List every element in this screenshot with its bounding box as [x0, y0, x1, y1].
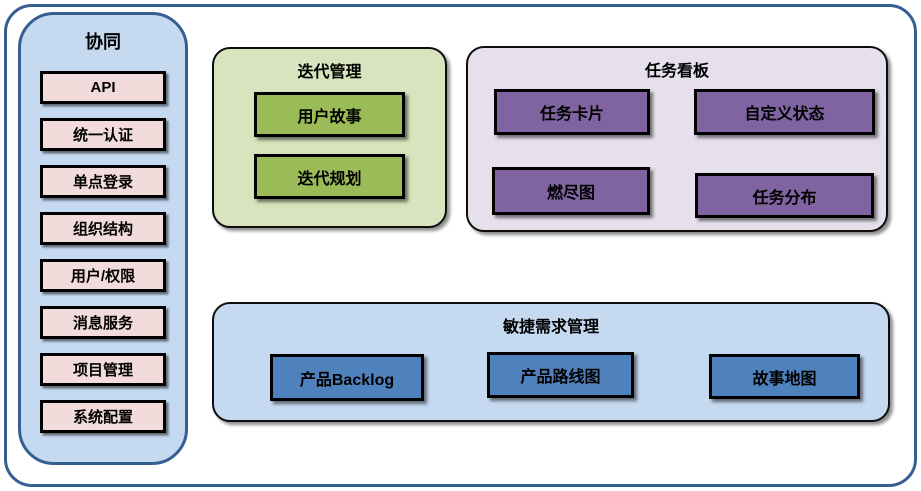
- iteration-group-title: 迭代管理: [297, 64, 362, 81]
- sidebar-module-message-service: 消息服务: [40, 306, 166, 339]
- module-user-story: 用户故事: [254, 92, 405, 137]
- agile-requirements-group: 敏捷需求管理 产品Backlog 产品路线图 故事地图: [212, 302, 890, 422]
- task-kanban-group: 任务看板 任务卡片 自定义状态 燃尽图 任务分布: [466, 46, 888, 232]
- sidebar-module-unified-auth: 统一认证: [40, 118, 166, 151]
- module-burndown-chart: 燃尽图: [492, 167, 650, 215]
- sidebar-module-sso: 单点登录: [40, 165, 166, 198]
- iteration-management-group: 迭代管理 用户故事 迭代规划: [212, 47, 447, 228]
- collaboration-panel: 协同 API 统一认证 单点登录 组织结构 用户/权限 消息服务 项目管理 系统…: [18, 12, 188, 465]
- module-iteration-planning: 迭代规划: [254, 154, 405, 199]
- collaboration-module-list: API 统一认证 单点登录 组织结构 用户/权限 消息服务 项目管理 系统配置: [40, 71, 166, 433]
- module-product-roadmap: 产品路线图: [487, 352, 634, 398]
- kanban-group-title: 任务看板: [644, 63, 709, 80]
- agile-group-title: 敏捷需求管理: [502, 319, 599, 336]
- module-custom-status: 自定义状态: [694, 89, 875, 135]
- sidebar-module-system-config: 系统配置: [40, 400, 166, 433]
- sidebar-module-project-mgmt: 项目管理: [40, 353, 166, 386]
- collaboration-panel-title: 协同: [85, 32, 121, 52]
- sidebar-module-api: API: [40, 71, 166, 104]
- sidebar-module-org-structure: 组织结构: [40, 212, 166, 245]
- module-task-distribution: 任务分布: [695, 173, 874, 218]
- module-story-map: 故事地图: [709, 354, 860, 399]
- module-product-backlog: 产品Backlog: [270, 354, 424, 401]
- module-task-card: 任务卡片: [494, 89, 650, 135]
- sidebar-module-user-permission: 用户/权限: [40, 259, 166, 292]
